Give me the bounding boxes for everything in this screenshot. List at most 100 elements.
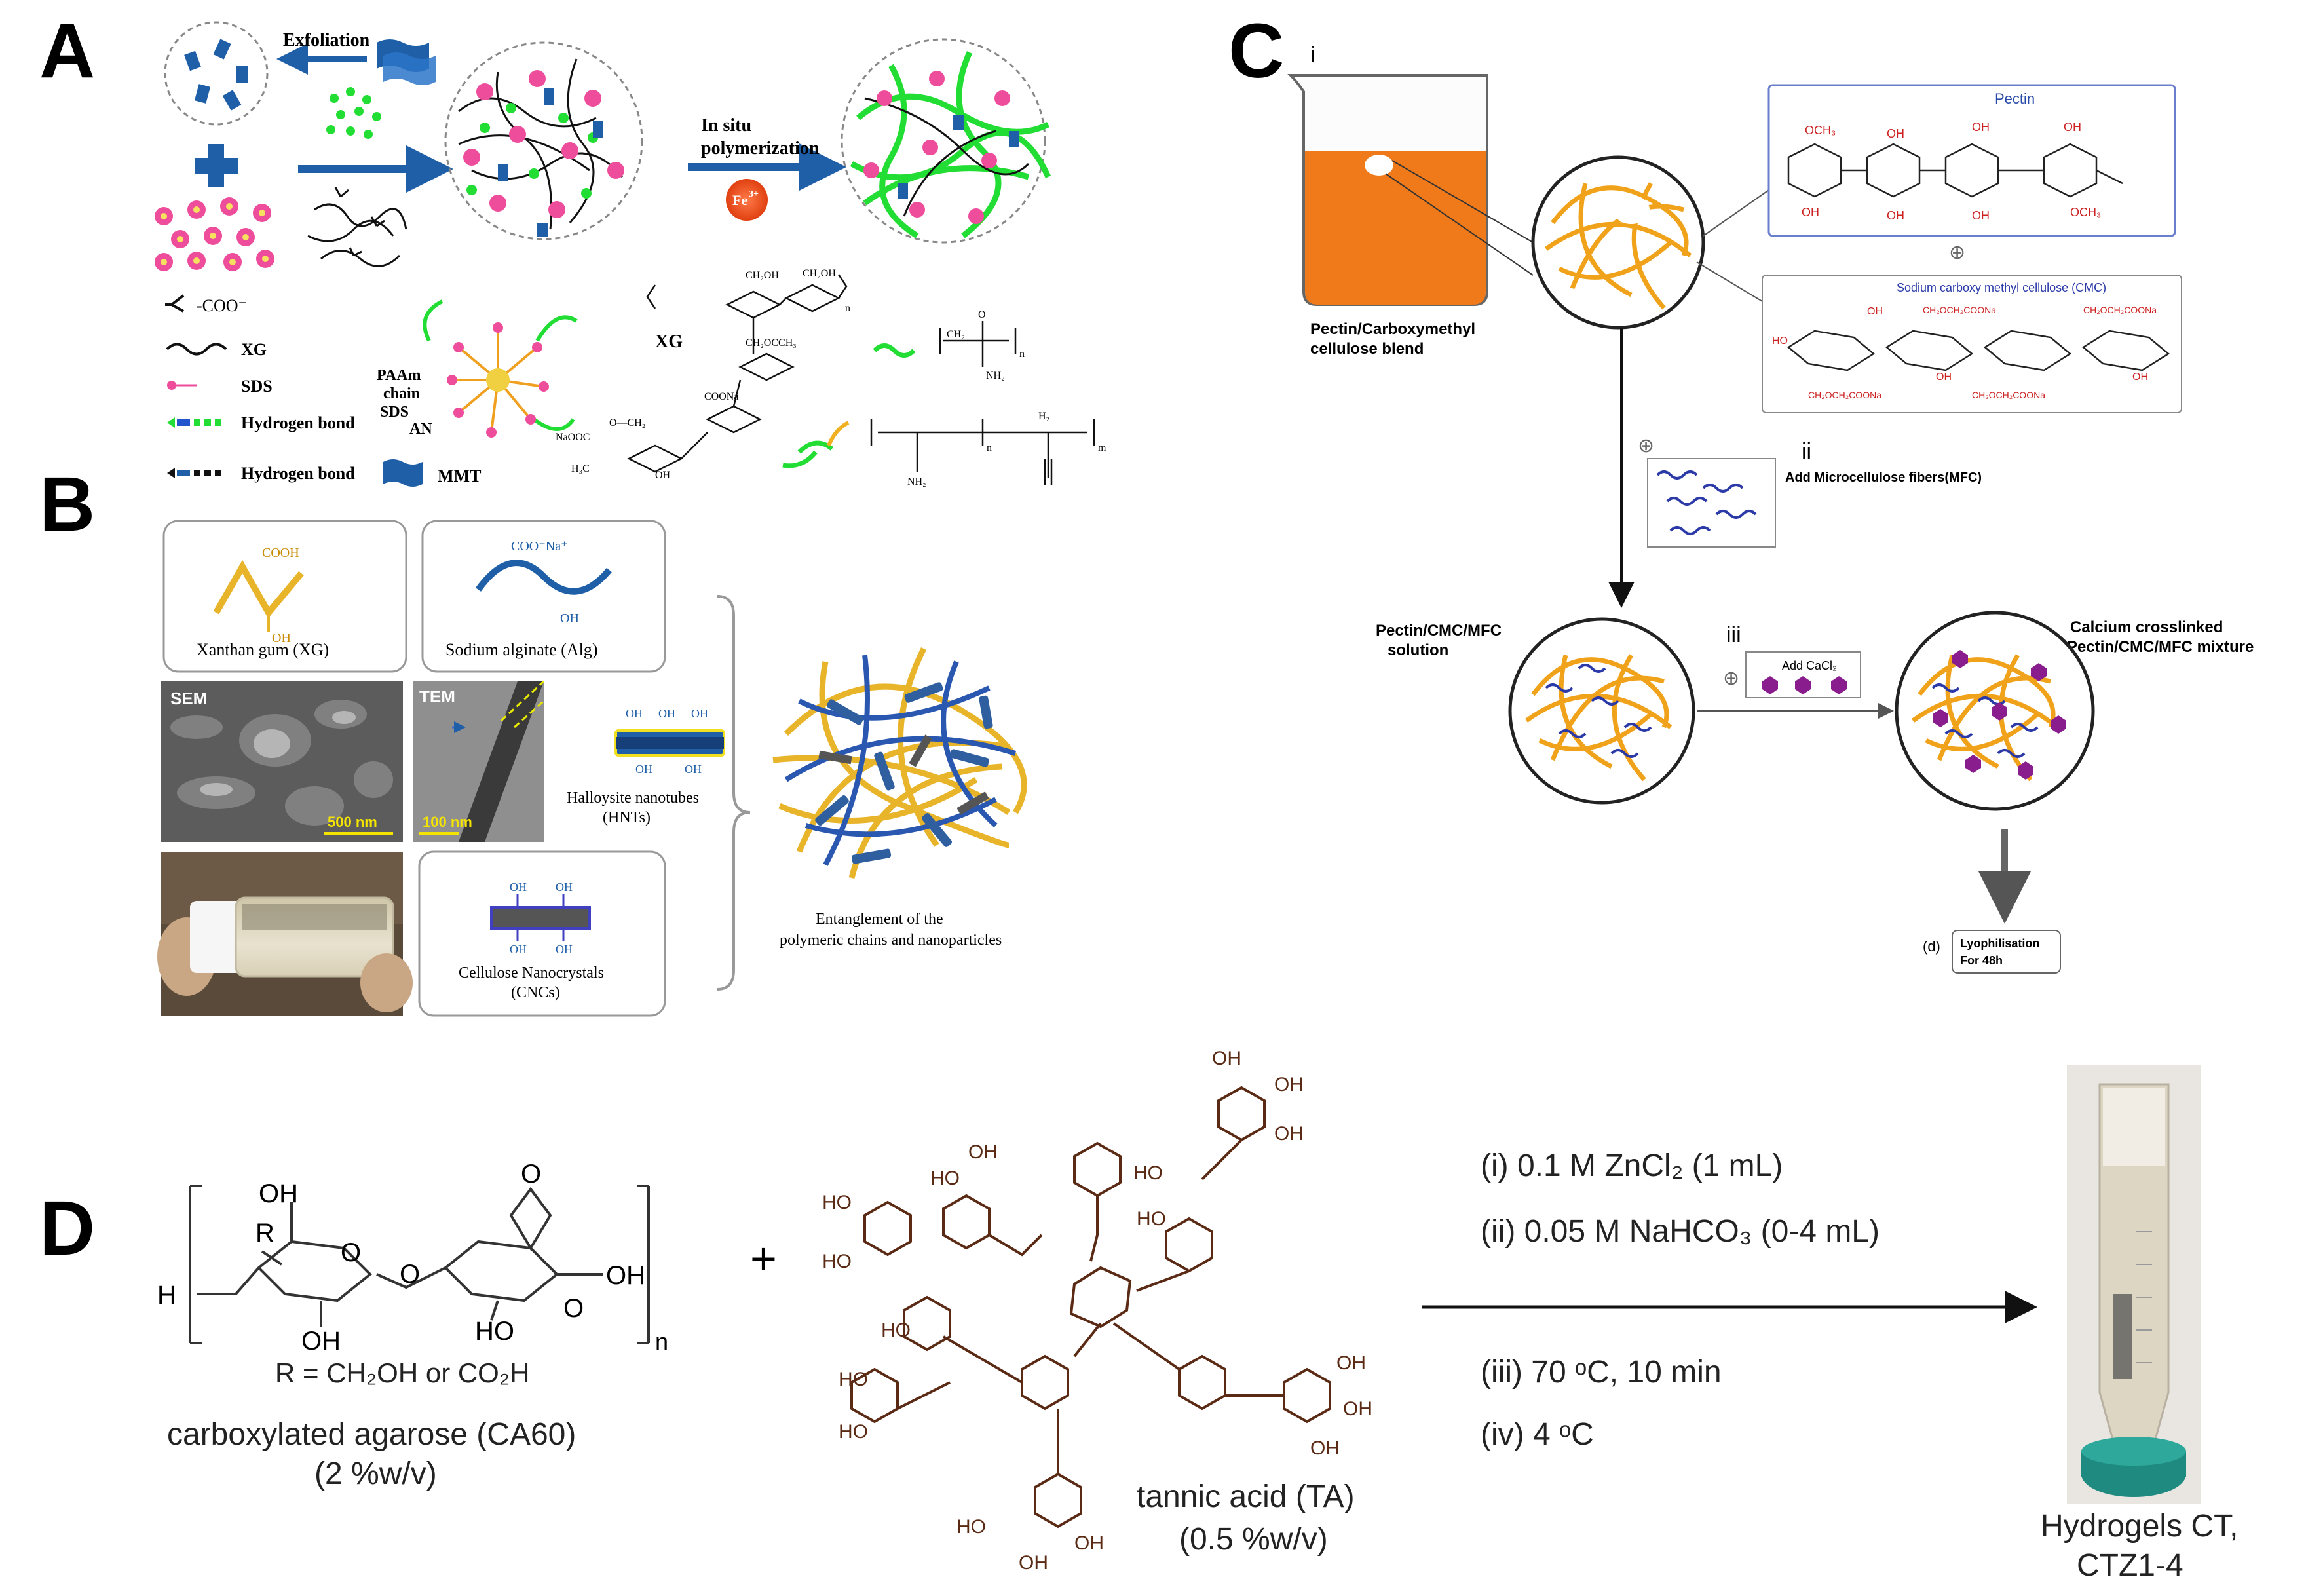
ta-ho-7: HO	[839, 1369, 868, 1390]
hnt-oh-1: OH	[626, 707, 643, 720]
legend-mmt: MMT	[438, 466, 481, 485]
add-mfc-label: Add Microcellulose fibers(MFC)	[1785, 470, 1982, 485]
xg-chain-cluster	[307, 187, 407, 267]
hnt-label-abbr: (HNTs)	[603, 809, 651, 826]
ta-ho-2: HO	[822, 1192, 852, 1213]
lyophilisation-box	[1952, 930, 2061, 974]
pectin-cmc-plus: ⊕	[1949, 242, 1965, 263]
hydrogen-bond-blue-icon	[167, 468, 221, 478]
xg-ch2oh-1: CH₂OH	[746, 270, 779, 281]
ta-ho-1: HO	[930, 1168, 960, 1189]
paam-o: O	[978, 309, 986, 320]
panel-b-letter: B	[39, 461, 95, 548]
legend-hbond-green: Hydrogen bond	[241, 413, 355, 432]
cmc-oh-1: OH	[1867, 306, 1883, 317]
exfoliated-mmt-circle	[164, 21, 269, 126]
fe-ion-label: Fe	[732, 192, 747, 208]
ta-oh-9: OH	[1019, 1552, 1048, 1574]
panel-a-letter: A	[39, 8, 95, 94]
add-cacl2-label: Add CaCl₂	[1782, 659, 1837, 672]
panel-b: B COOH OH Xanthan gum (XG) COO⁻Na⁺ OH So…	[39, 461, 1032, 1017]
exfoliation-label: Exfoliation	[283, 30, 370, 50]
agarose-h: H	[157, 1281, 176, 1310]
panel-d-letter: D	[39, 1185, 95, 1272]
cmc-ch2-2: CH₂OCH₂COONa	[2083, 305, 2157, 315]
panel-a: A Exfoliation	[39, 8, 1106, 487]
hnt-oh-4: OH	[635, 763, 652, 776]
entanglement-label-1: Entanglement of the	[816, 911, 943, 928]
xg-box-label: Xanthan gum (XG)	[197, 640, 329, 659]
hnt-label: Halloysite nanotubes	[567, 789, 699, 807]
paam-nh2: NH₂	[986, 370, 1005, 381]
micelle-detail: PAAm chain SDS AN	[377, 299, 578, 438]
sem-image: SEM 500 nm	[161, 681, 403, 842]
alginate-chain-shape	[475, 560, 612, 595]
copolymer-m: m	[1098, 442, 1106, 453]
beaker-icon	[1287, 74, 1488, 306]
cmc-title: Sodium carboxy methyl cellulose (CMC)	[1897, 281, 2106, 294]
xg-chain-shape	[213, 560, 304, 618]
tem-scale-label: 100 nm	[423, 814, 472, 830]
step-d-label: (d)	[1923, 938, 1940, 955]
pectin-oh-4: OH	[1802, 206, 1819, 219]
sem-label: SEM	[170, 689, 207, 708]
cmc-ch2-1: CH₂OCH₂COONa	[1923, 305, 1996, 315]
alg-oh: OH	[560, 611, 579, 626]
reactant-plus: +	[750, 1233, 777, 1284]
paam-ch2: CH₂	[947, 329, 965, 340]
plus-icon	[195, 144, 238, 187]
xg-h3c: H₃C	[571, 463, 590, 474]
cnc-label: Cellulose Nanocrystals	[459, 964, 604, 981]
xg-oh: OH	[272, 631, 291, 645]
cnc-oh-3: OH	[510, 943, 527, 956]
tannic-acid-hydroxyls: OH HO HO HO OH OH OH HO HO HO HO HO OH O…	[822, 1048, 1372, 1574]
copolymer-h2: H₂	[1038, 411, 1049, 422]
condition-iv: (iv) 4 ᵒC	[1481, 1417, 1594, 1452]
pectin-structure-box	[1767, 84, 2176, 237]
green-monomer-dots	[326, 87, 381, 139]
agarose-ho: HO	[475, 1317, 514, 1346]
ta-ho-5: HO	[1137, 1208, 1166, 1230]
mfc-plus: ⊕	[1638, 435, 1654, 457]
blend-zoom-circle	[1531, 155, 1705, 330]
alg-coona: COO⁻Na⁺	[511, 539, 568, 554]
pectin-oh-1: OH	[1887, 127, 1904, 140]
cmc-zoom-line	[1696, 261, 1763, 302]
agarose-structure	[189, 1185, 650, 1344]
ta-ho-9: HO	[956, 1516, 986, 1538]
polymerization-label: polymerization	[701, 138, 820, 159]
pectin-oh-5: OH	[1887, 209, 1904, 222]
panel-d: D OH R H O O O OH OH HO O n R = CH₂OH or…	[39, 1048, 2238, 1583]
micelle-label-chain: chain	[383, 385, 420, 402]
solution-circle	[1508, 617, 1695, 805]
cnc-oh-4: OH	[556, 943, 573, 956]
legend-hbond-blue: Hydrogen bond	[241, 464, 355, 483]
panel-a-legend: -COO⁻ XG SDS Hydrogen bond Hydrogen bond…	[165, 294, 481, 487]
entanglement-label-2: polymeric chains and nanoparticles	[780, 932, 1002, 949]
hnt-oh-2: OH	[658, 707, 675, 720]
step-i-label: i	[1310, 43, 1315, 67]
pectin-oh-2: OH	[1972, 121, 1990, 134]
sds-micelle-cluster	[155, 197, 274, 271]
cnc-box	[418, 850, 666, 1017]
ta-oh-4: OH	[1274, 1123, 1304, 1145]
pectin-zoom-line	[1703, 189, 1769, 237]
solution-label-1: Pectin/CMC/MFC	[1376, 622, 1502, 639]
copolymer-structure	[870, 419, 1095, 485]
step-ii-label: ii	[1802, 439, 1811, 464]
precursor-circle	[444, 41, 643, 240]
cnc-crystal-icon	[490, 906, 591, 930]
agarose-o-link: O	[400, 1260, 420, 1289]
ta-oh-2: OH	[1212, 1048, 1241, 1069]
ta-ho-8: HO	[839, 1421, 868, 1443]
ta-oh-8: OH	[1074, 1532, 1104, 1554]
xg-ch2oh-2: CH₂OH	[803, 268, 836, 279]
agarose-name: carboxylated agarose (CA60)	[167, 1417, 576, 1452]
legend-coo: -COO⁻	[197, 296, 247, 315]
agarose-o-ring2: O	[563, 1294, 584, 1323]
xg-oh: OH	[655, 470, 671, 481]
solution-label-2: solution	[1388, 641, 1448, 659]
micelle-label-sds: SDS	[380, 404, 409, 421]
coo-icon	[165, 294, 185, 313]
